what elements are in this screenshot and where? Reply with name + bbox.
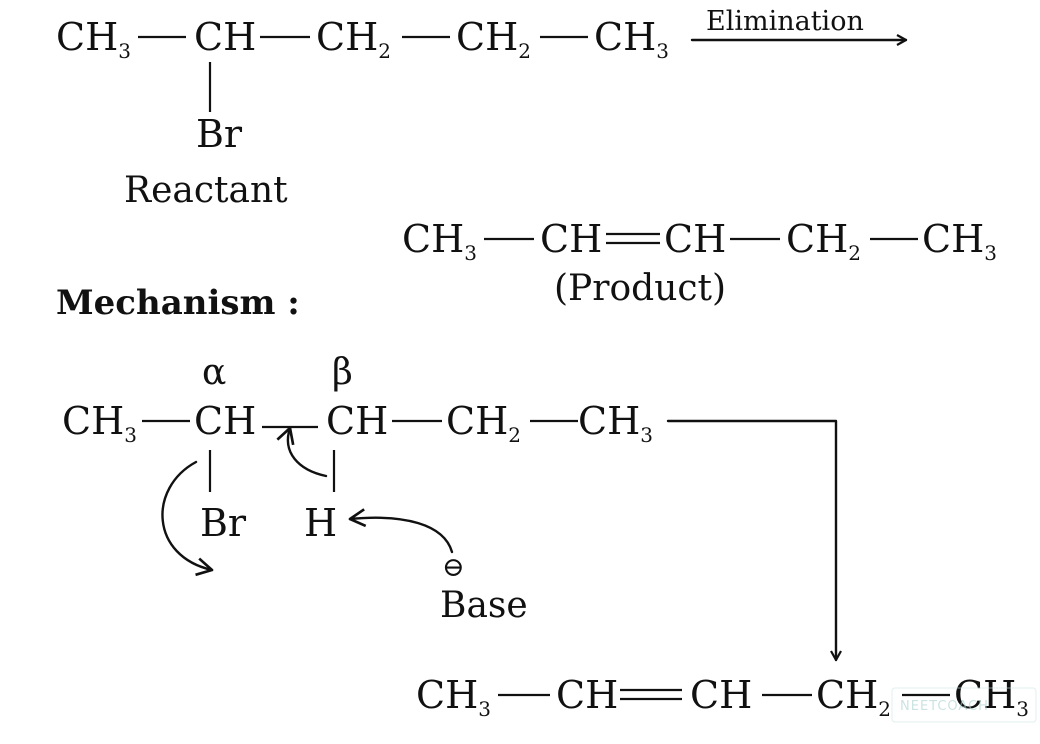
elimination-label: Elimination [706, 6, 864, 37]
mechanism-carbon-1: CH3 [62, 399, 137, 447]
final-carbon-5: CH3 [954, 673, 1029, 721]
mechanism-carbon-alpha: CH [194, 399, 256, 443]
curved-arrow-icon [276, 426, 328, 478]
reactant-carbon-2: CH [194, 15, 256, 59]
mechanism-structure: α β CH3 CH CH CH2 CH3 Br H ⊖ Base [62, 352, 653, 626]
final-product-structure: CH3 CH CH CH2 CH3 [416, 673, 1029, 721]
product-structure: CH3 CH CH CH2 CH3 (Product) [402, 217, 997, 309]
reactant-carbon-1: CH3 [56, 15, 131, 63]
reactant-structure: CH3 CH CH2 CH2 CH3 Br Reactant [56, 15, 669, 211]
final-carbon-4: CH2 [816, 673, 891, 721]
curved-arrow-icon [161, 460, 214, 577]
mechanism-bromine: Br [200, 501, 247, 545]
arrow-down-icon [666, 419, 842, 662]
reactant-carbon-5: CH3 [594, 15, 669, 63]
base-label: Base [440, 585, 528, 626]
final-carbon-2: CH [556, 673, 618, 717]
reactant-carbon-3: CH2 [316, 15, 391, 63]
product-carbon-5: CH3 [922, 217, 997, 265]
mechanism-carbon-beta: CH [326, 399, 388, 443]
watermark: NEETCOACH [891, 687, 1037, 723]
curved-arrow-icon [348, 508, 454, 554]
mechanism-carbon-4: CH2 [446, 399, 521, 447]
final-carbon-1: CH3 [416, 673, 491, 721]
mechanism-hydrogen: H [304, 501, 337, 545]
final-carbon-3: CH [690, 673, 752, 717]
product-carbon-1: CH3 [402, 217, 477, 265]
watermark-text: NEETCOACH [900, 699, 989, 714]
product-carbon-3: CH [664, 217, 726, 261]
base-charge: ⊖ [442, 552, 465, 583]
product-carbon-2: CH [540, 217, 602, 261]
mechanism-heading: Mechanism : [56, 283, 300, 323]
product-carbon-4: CH2 [786, 217, 861, 265]
reactant-caption: Reactant [124, 170, 288, 211]
reactant-carbon-4: CH2 [456, 15, 531, 63]
reactant-bromine: Br [196, 112, 243, 156]
mechanism-carbon-5: CH3 [578, 399, 653, 447]
beta-label: β [332, 352, 353, 393]
alpha-label: α [202, 352, 226, 393]
elimination-arrow: Elimination [690, 6, 908, 46]
product-caption: (Product) [554, 268, 726, 309]
